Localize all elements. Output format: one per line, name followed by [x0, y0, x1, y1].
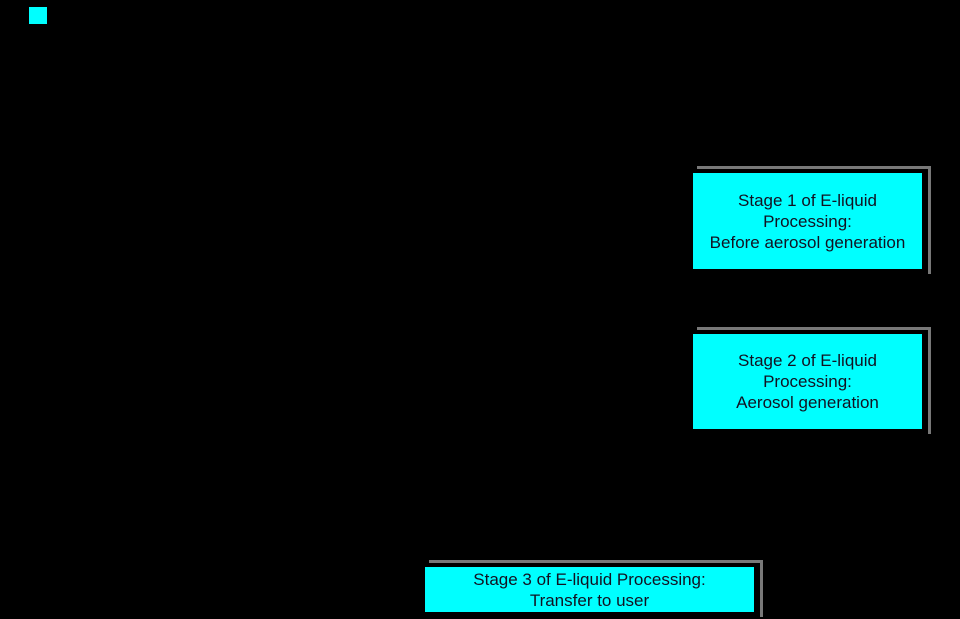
stage-1-box: Stage 1 of E-liquid Processing: Before a…	[691, 166, 931, 274]
stage-3-box: Stage 3 of E-liquid Processing: Transfer…	[423, 560, 763, 617]
corner-marker	[29, 7, 47, 24]
stage-1-label: Stage 1 of E-liquid Processing: Before a…	[709, 190, 906, 252]
stage-2-label: Stage 2 of E-liquid Processing: Aerosol …	[736, 351, 879, 412]
stage-3-label: Stage 3 of E-liquid Processing: Transfer…	[473, 569, 706, 610]
stage-2-box: Stage 2 of E-liquid Processing: Aerosol …	[691, 327, 931, 434]
